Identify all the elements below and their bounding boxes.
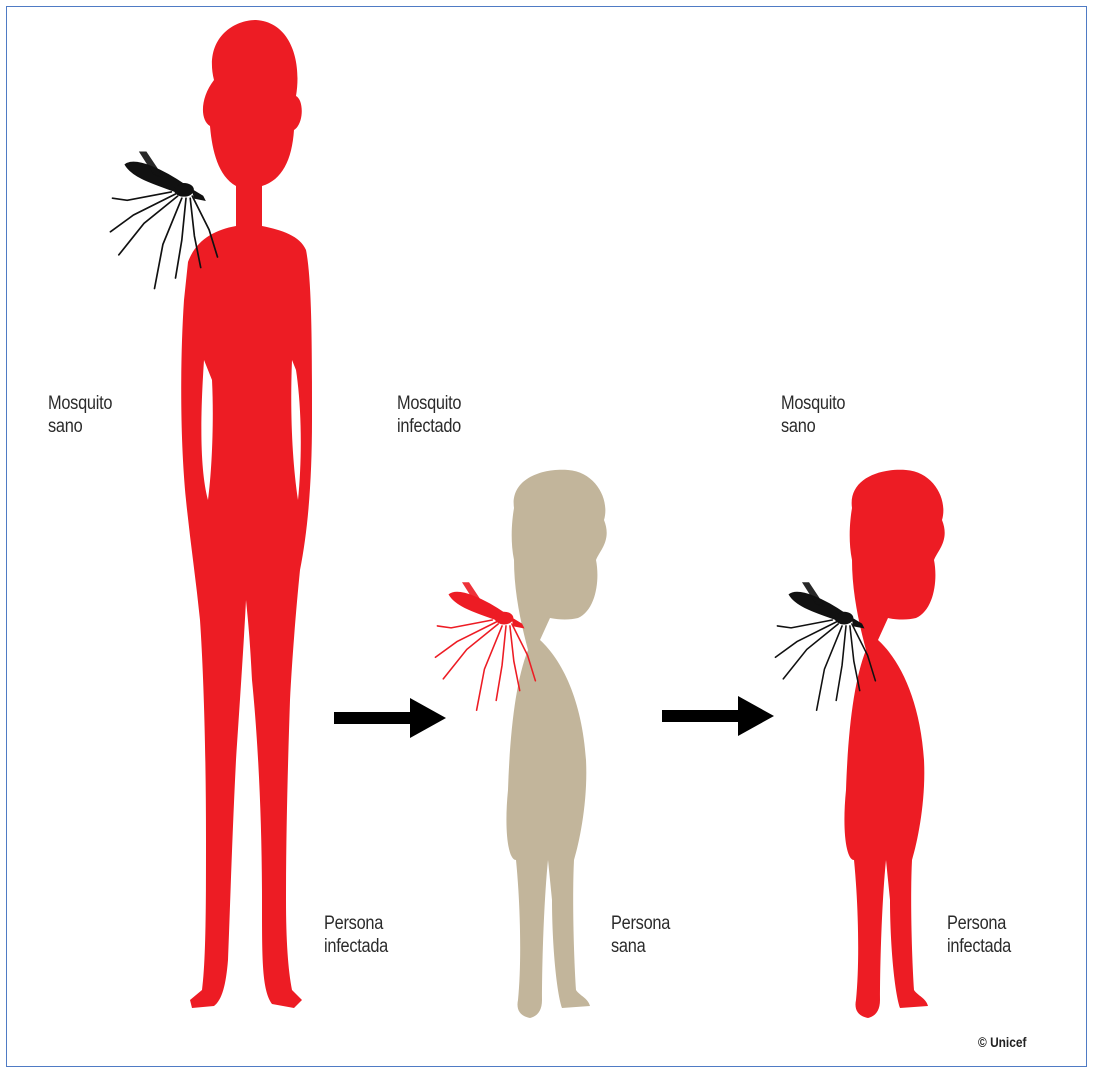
adult-infected-person	[181, 20, 312, 1008]
right-arrow-icon	[662, 696, 774, 736]
child1-person-label: Persona sana	[611, 912, 670, 958]
credit-label: © Unicef	[978, 1034, 1026, 1050]
child1-mosquito-label: Mosquito infectado	[397, 392, 461, 438]
child-healthy-person	[506, 470, 606, 1018]
child2-person-label: Persona infectada	[947, 912, 1011, 958]
child2-mosquito-label: Mosquito sano	[781, 392, 845, 438]
adult-person-label: Persona infectada	[324, 912, 388, 958]
right-arrow-icon	[334, 698, 446, 738]
adult-mosquito-label: Mosquito sano	[48, 392, 112, 438]
child-infected-person	[844, 470, 944, 1018]
